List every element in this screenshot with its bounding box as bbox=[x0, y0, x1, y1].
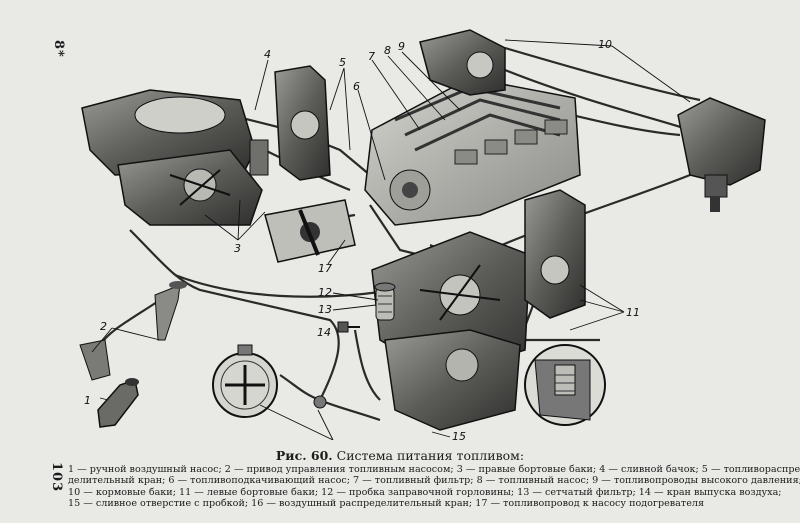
callout-7: 7 bbox=[368, 50, 375, 63]
leader-lines bbox=[91, 39, 691, 440]
callout-9: 9 bbox=[398, 40, 405, 53]
callout-13: 13 bbox=[318, 303, 332, 316]
callout-numbers: 1 2 3 4 5 6 7 8 9 10 11 12 13 14 15 15 1… bbox=[84, 38, 640, 440]
callout-8: 8 bbox=[384, 44, 391, 57]
fuel-system-diagram: 1 2 3 4 5 6 7 8 9 10 11 12 13 14 15 15 1… bbox=[79, 29, 766, 440]
rear-tanks bbox=[419, 29, 766, 212]
callout-17: 17 bbox=[318, 262, 332, 275]
hand-air-pump bbox=[97, 378, 139, 428]
callout-3: 3 bbox=[234, 242, 241, 255]
pump-control-drive bbox=[79, 281, 187, 381]
air-bleed-valve bbox=[337, 321, 360, 333]
air-distribution-valve-dial bbox=[212, 344, 278, 418]
callout-12: 12 bbox=[318, 286, 332, 299]
corner-mark: 8* bbox=[51, 40, 66, 58]
callout-6: 6 bbox=[353, 80, 360, 93]
right-side-tanks bbox=[81, 89, 263, 226]
drain-valve-fitting bbox=[313, 395, 327, 409]
drain-hole-inset bbox=[524, 344, 606, 426]
figure-label: Рис. 60. bbox=[275, 448, 333, 463]
callout-2: 2 bbox=[100, 320, 107, 333]
legend-line: 1 — ручной воздушный насос; 2 — привод у… bbox=[68, 464, 800, 475]
callout-10: 10 bbox=[598, 38, 612, 51]
tall-vertical-tank bbox=[274, 65, 331, 181]
callout-15-a: 15 bbox=[335, 438, 349, 440]
callout-1: 1 bbox=[84, 394, 91, 407]
filler-cap-and-mesh-filter bbox=[374, 282, 396, 321]
legend-line: 15 — сливное отверстие с пробкой; 16 — в… bbox=[68, 498, 705, 510]
left-side-tanks bbox=[371, 189, 586, 431]
figure-legend: 1 — ручной воздушный насос; 2 — привод у… bbox=[68, 464, 800, 510]
figure-title: Система питания топливом: bbox=[336, 448, 525, 463]
legend-line: 10 — кормовые баки; 11 — левые бортовые … bbox=[68, 486, 782, 498]
figure-caption: Рис. 60. Система питания топливом: bbox=[0, 449, 800, 463]
distribution-valve-inset bbox=[264, 199, 356, 263]
page-number: 103 bbox=[49, 462, 64, 493]
callout-4: 4 bbox=[264, 48, 271, 61]
engine-block bbox=[364, 77, 581, 226]
drain-tank bbox=[249, 139, 269, 176]
legend-line: делительный кран; 6 — топливоподкачивающ… bbox=[68, 475, 800, 487]
callout-11: 11 bbox=[626, 306, 640, 319]
callout-5: 5 bbox=[339, 56, 346, 69]
callout-14: 14 bbox=[317, 326, 331, 339]
callout-15-b: 15 bbox=[452, 430, 466, 440]
